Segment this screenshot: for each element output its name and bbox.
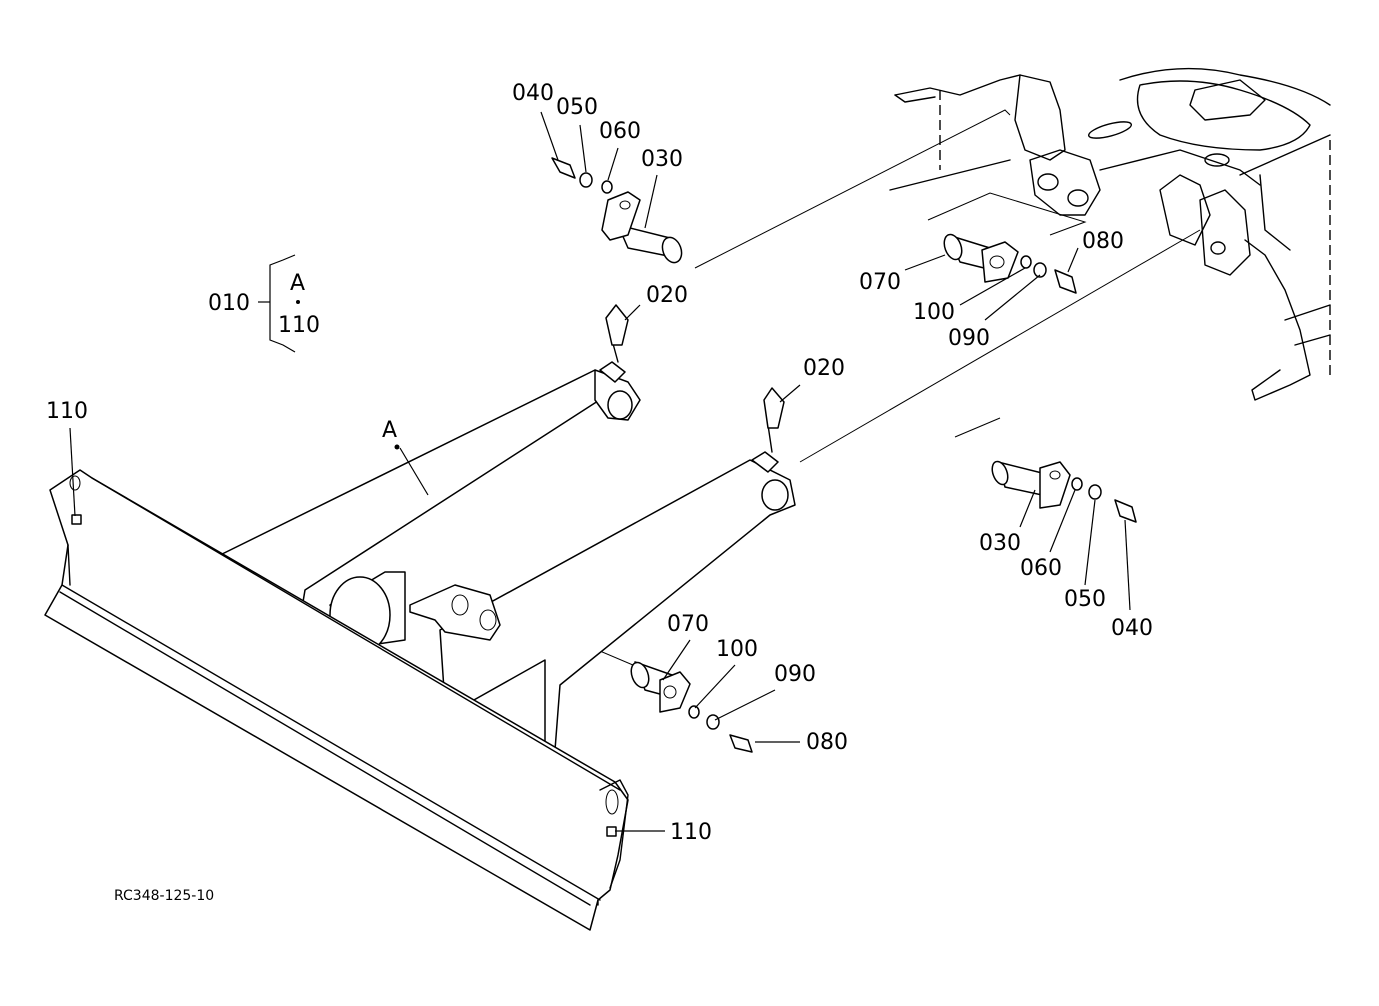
callout-060-top: 060 [599,119,641,144]
tie-line [954,417,1001,438]
callout-030-right: 030 [979,531,1021,556]
callout-080-front: 080 [806,730,848,755]
fasteners-top-shape [551,157,613,194]
tie-line [927,192,1087,236]
callout-070-rear: 070 [859,270,901,295]
callout-110-right: 110 [670,820,712,845]
callout-040-top: 040 [512,81,554,106]
callout-070-front: 070 [667,612,709,637]
assembly-include-110-label: 110 [278,313,320,338]
tie-line [799,229,1201,463]
callout-110-left: 110 [46,399,88,424]
callout-090-front: 090 [774,662,816,687]
callout-060-right: 060 [1020,556,1062,581]
callout-020-right: 020 [803,356,845,381]
assembly-bracket [258,254,296,353]
callout-090-rear: 090 [948,326,990,351]
callout-040-right: 040 [1111,616,1153,641]
assembly-number-label: 010 [208,291,250,316]
drawing-code: RC348-125-10 [114,888,214,904]
pin-070-front-shape [630,661,753,753]
callout-050-right: 050 [1064,587,1106,612]
tractor-frame [889,67,1331,401]
tie-line [694,109,1011,269]
leader-lines [69,111,1131,832]
pin-030-right-shape [991,460,1137,523]
pin-030-top-shape [601,191,683,264]
callout-050-top: 050 [556,95,598,120]
dozer-blade [44,469,629,931]
callout-020-left: 020 [646,283,688,308]
assembly-include-a-label: A [290,271,305,296]
callout-030-top: 030 [641,147,683,172]
callout-a-main: A [382,418,397,443]
callout-100-rear: 100 [913,300,955,325]
pin-070-rear-shape [943,233,1077,294]
callout-100-front: 100 [716,637,758,662]
callout-080-rear: 080 [1082,229,1124,254]
